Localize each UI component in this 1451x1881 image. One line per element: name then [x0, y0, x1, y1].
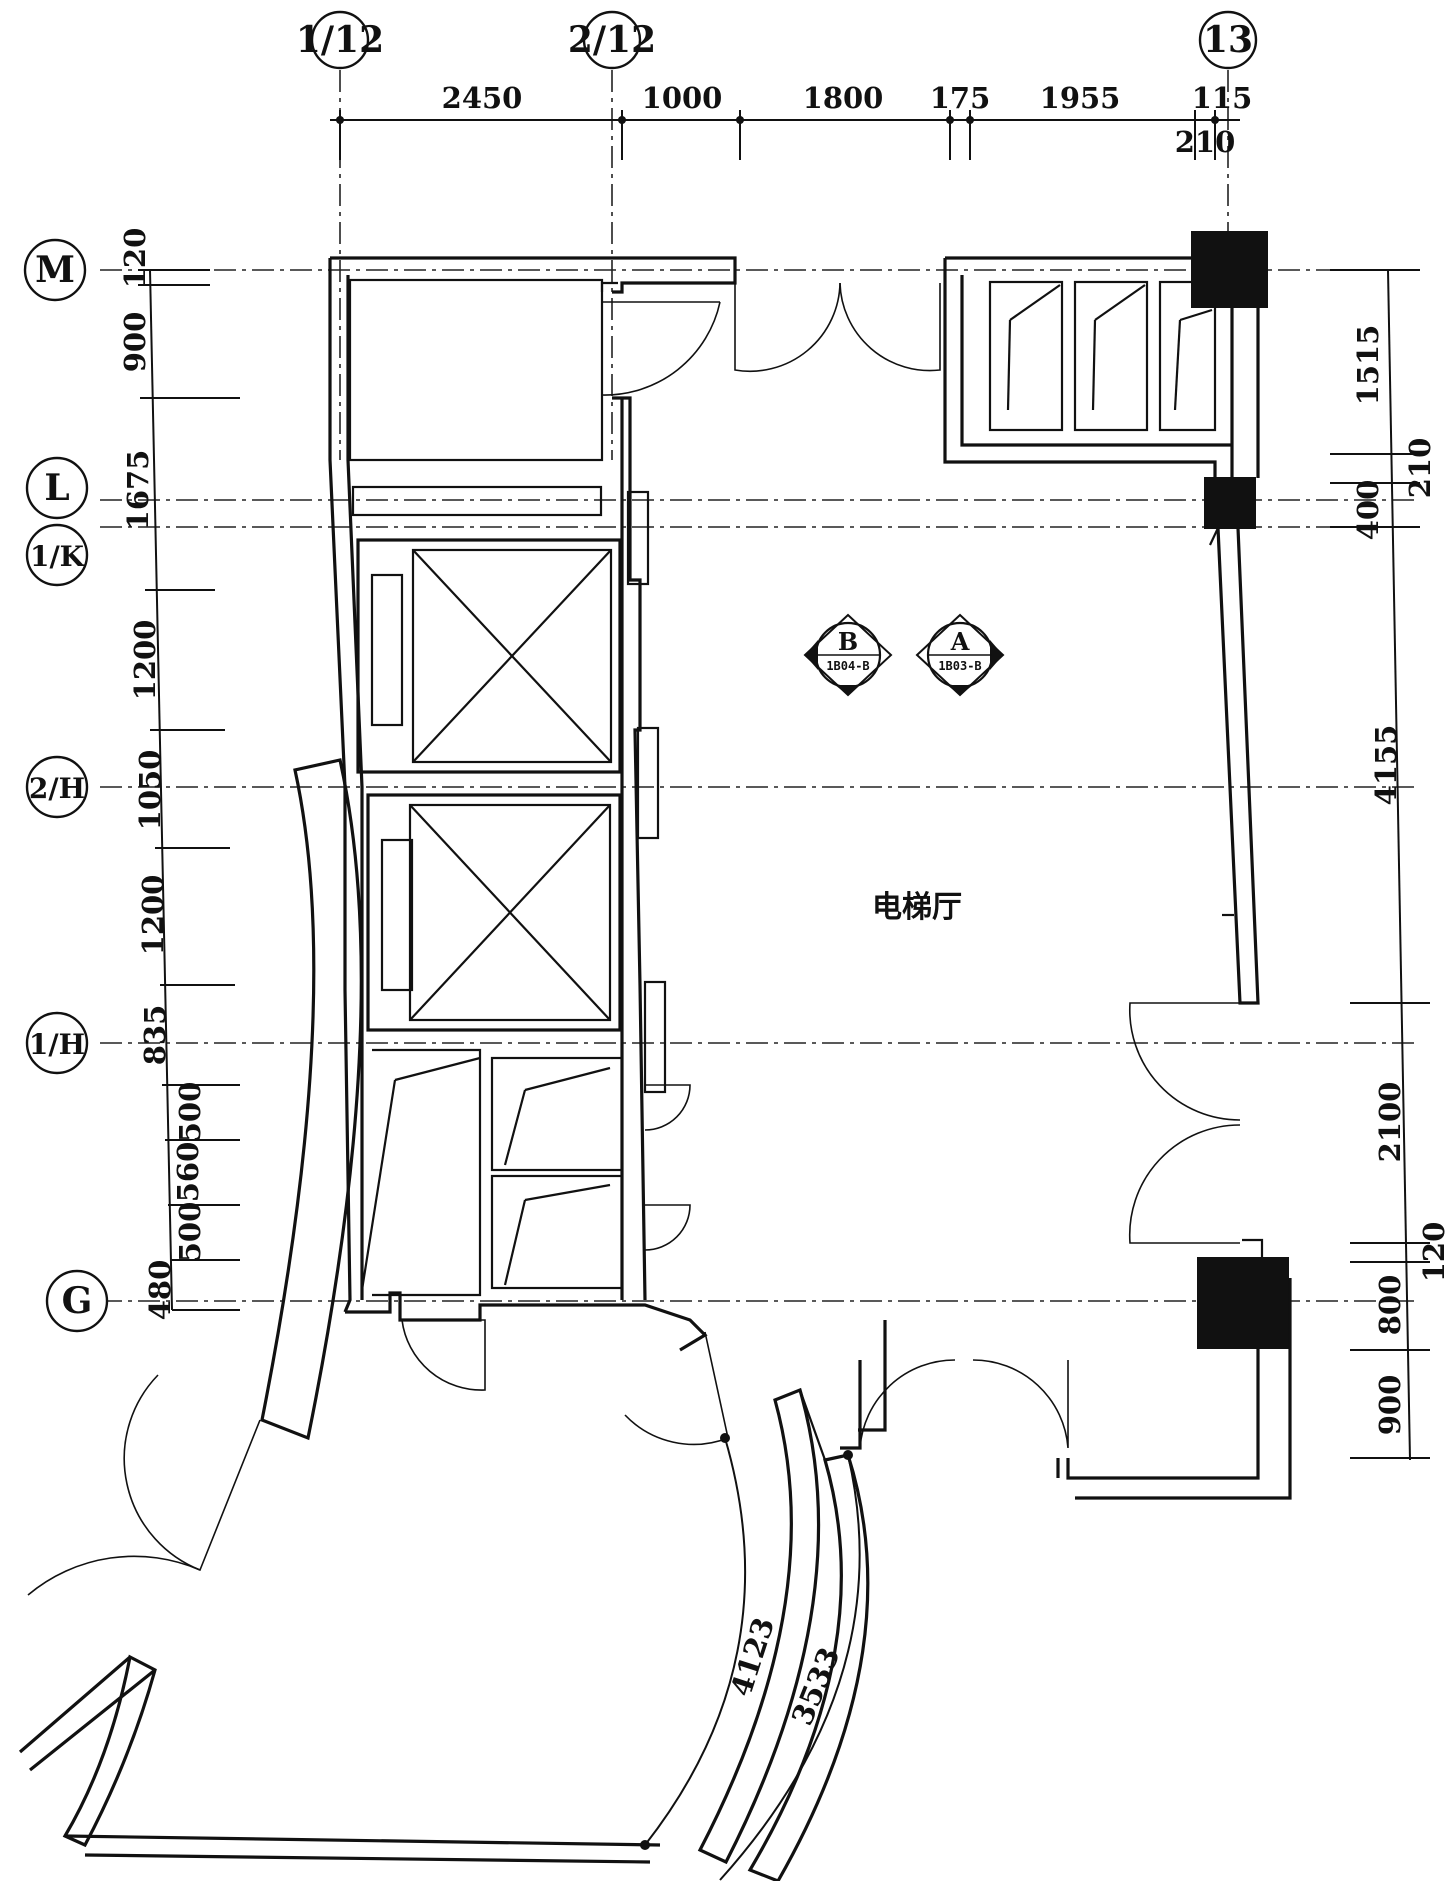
- dimension-label: 500: [173, 1202, 207, 1263]
- axis-bubble-G: G: [45, 1269, 109, 1333]
- axis-bubble-M: M: [23, 238, 87, 302]
- dimension-label: 1200: [128, 620, 162, 701]
- dimension-label: 1515: [1351, 325, 1385, 406]
- section-reference: 1B04-B: [826, 659, 869, 673]
- section-reference: 1B03-B: [938, 659, 981, 673]
- dimension-label: 900: [118, 312, 152, 373]
- grid-lines: [100, 70, 1420, 1302]
- dimension-label: 1050: [133, 750, 167, 831]
- lower-room-walls: [18, 1387, 870, 1881]
- curved-facade-wall: [260, 758, 363, 1441]
- dimension-label: 2100: [1373, 1082, 1407, 1163]
- axis-label: 2/H: [29, 772, 85, 805]
- axis-bubble-2-12: 2/12: [568, 10, 656, 70]
- dimension-label: 175: [930, 81, 991, 115]
- dimension-label: 1000: [642, 81, 723, 115]
- section-marker-b: B 1B04-B: [803, 613, 893, 697]
- dimension-label: 1675: [121, 450, 155, 531]
- axis-label: 2/12: [568, 19, 656, 61]
- dimension-label: 115: [1192, 81, 1253, 115]
- dimension-label: 560: [171, 1142, 205, 1203]
- axis-bubble-1-H: 1/H: [25, 1011, 89, 1075]
- axis-label: M: [35, 249, 75, 291]
- section-letter: B: [838, 627, 858, 656]
- dimension-label: 480: [143, 1260, 177, 1321]
- dimension-label: 210: [1175, 125, 1236, 159]
- dimension-label: 1800: [803, 81, 884, 115]
- room-label-elevator-hall: 电梯厅: [872, 890, 962, 925]
- axis-label: 1/K: [30, 540, 86, 573]
- section-letter: A: [950, 627, 970, 656]
- axis-label: L: [44, 467, 69, 509]
- right-side-walls: [840, 231, 1292, 1500]
- axis-bubble-13: 13: [1198, 10, 1258, 70]
- dimension-label: 1955: [1040, 81, 1121, 115]
- left-dimension-chain: 120 900 1675 1200 1050 1200 835 500 560 …: [118, 228, 240, 1321]
- dimension-label: 4155: [1369, 725, 1403, 806]
- left-core-walls: [328, 256, 737, 1352]
- dimension-label: 120: [1417, 1222, 1451, 1283]
- dimension-label: 210: [1403, 438, 1437, 499]
- section-marker-a: A 1B03-B: [915, 613, 1005, 697]
- door-swings: [27, 282, 1241, 1596]
- dimension-label: 835: [138, 1005, 172, 1066]
- axis-label: G: [62, 1280, 93, 1322]
- axis-bubble-1-K: 1/K: [25, 523, 89, 587]
- top-dimension-chain: 2450 1000 1800 175 1955 115 210: [330, 81, 1252, 160]
- dimension-label: 120: [118, 228, 152, 289]
- dimension-label: 900: [1373, 1375, 1407, 1436]
- dimension-label: 1200: [136, 875, 170, 956]
- dimension-label: 800: [1373, 1275, 1407, 1336]
- dimension-label: 400: [1351, 480, 1385, 541]
- dimension-label: 500: [173, 1082, 207, 1143]
- right-dimension-chain: 1515 210 400 4155 2100 120 800 900: [1330, 269, 1451, 1461]
- arc-dimension-label: 4123: [724, 1613, 781, 1700]
- axis-bubble-2-H: 2/H: [25, 755, 89, 819]
- dimension-label: 2450: [442, 81, 523, 115]
- axis-bubble-1-12: 1/12: [296, 10, 384, 70]
- axis-label: 1/12: [296, 19, 384, 61]
- axis-label: 13: [1203, 19, 1253, 61]
- axis-label: 1/H: [29, 1028, 85, 1061]
- axis-bubble-L: L: [25, 456, 89, 520]
